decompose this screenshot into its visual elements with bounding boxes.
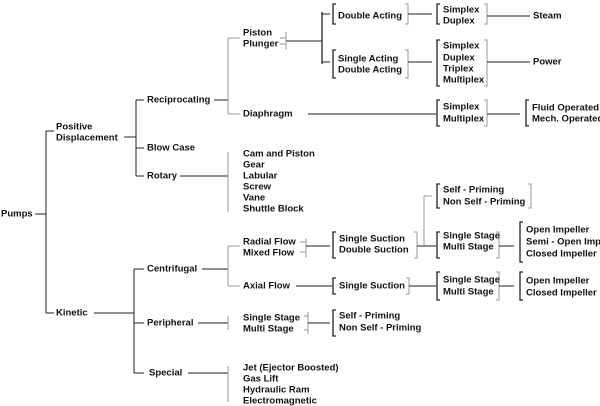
node-sa-multiplex: Multiplex xyxy=(443,75,485,86)
node-single-acting: Single Acting xyxy=(338,54,399,65)
node-mech-operated: Mech. Operated xyxy=(532,114,600,125)
node-kinetic: Kinetic xyxy=(56,308,88,319)
node-labels: Pumps Positive Displacement Reciprocatin… xyxy=(1,5,600,406)
node-jet-ejector: Jet (Ejector Boosted) xyxy=(243,363,339,374)
node-axial-closed-impeller: Closed Impeller xyxy=(526,288,597,299)
node-radial-flow: Radial Flow xyxy=(243,237,296,248)
node-closed-impeller: Closed Impeller xyxy=(526,249,597,260)
node-peripheral-self-priming: Self - Priming xyxy=(339,311,400,322)
node-semi-open-impeller: Semi - Open Impeller xyxy=(526,237,600,248)
connector-lines xyxy=(35,3,532,402)
node-peripheral-non-self-priming: Non Self - Priming xyxy=(339,323,422,334)
node-double-acting-2: Double Acting xyxy=(338,65,402,76)
node-double-acting: Double Acting xyxy=(338,11,402,22)
node-gear: Gear xyxy=(243,160,265,171)
node-axial-flow: Axial Flow xyxy=(243,281,291,292)
node-peripheral: Peripheral xyxy=(147,318,193,329)
node-gas-lift: Gas Lift xyxy=(243,374,279,385)
node-sa-triplex: Triplex xyxy=(443,64,474,75)
node-double-suction: Double Suction xyxy=(339,245,409,256)
node-blow-case: Blow Case xyxy=(147,143,195,154)
node-special: Special xyxy=(149,368,182,379)
node-rotary: Rotary xyxy=(147,171,178,182)
node-single-suction: Single Suction xyxy=(339,234,405,245)
node-peripheral-multi-stage: Multi Stage xyxy=(243,324,294,335)
node-axial-single-suction: Single Suction xyxy=(339,281,405,292)
node-labular: Labular xyxy=(243,171,278,182)
node-diaphragm: Diaphragm xyxy=(243,109,293,120)
node-power: Power xyxy=(533,57,562,68)
node-non-self-priming: Non Self - Priming xyxy=(443,197,526,208)
node-sa-simplex: Simplex xyxy=(443,41,480,52)
node-plunger: Plunger xyxy=(243,39,279,50)
node-fluid-operated: Fluid Operated xyxy=(532,103,599,114)
node-axial-single-stage: Single Stage xyxy=(443,275,500,286)
node-electromagnetic: Electromagnetic xyxy=(243,396,317,406)
node-steam: Steam xyxy=(533,11,562,22)
node-axial-multi-stage: Multi Stage xyxy=(443,287,494,298)
node-single-stage: Single Stage xyxy=(443,231,500,242)
node-dia-simplex: Simplex xyxy=(443,102,480,113)
node-centrifugal: Centrifugal xyxy=(147,264,197,275)
node-peripheral-single-stage: Single Stage xyxy=(243,313,300,324)
node-hydraulic-ram: Hydraulic Ram xyxy=(243,385,310,396)
node-screw: Screw xyxy=(243,182,272,193)
node-shuttle-block: Shuttle Block xyxy=(243,204,304,215)
node-mixed-flow: Mixed Flow xyxy=(243,248,295,259)
node-reciprocating: Reciprocating xyxy=(147,95,211,106)
node-vane: Vane xyxy=(243,193,265,204)
node-cam-and-piston: Cam and Piston xyxy=(243,149,315,160)
node-self-priming: Self - Priming xyxy=(443,185,504,196)
node-pumps: Pumps xyxy=(1,209,33,220)
node-piston: Piston xyxy=(243,28,272,39)
node-da-duplex: Duplex xyxy=(443,16,475,27)
node-positive-displacement: Positive xyxy=(56,122,92,133)
node-sa-duplex: Duplex xyxy=(443,53,475,64)
node-open-impeller: Open Impeller xyxy=(526,225,590,236)
node-axial-open-impeller: Open Impeller xyxy=(526,276,590,287)
node-multi-stage: Multi Stage xyxy=(443,242,494,253)
node-dia-multiplex: Multiplex xyxy=(443,114,485,125)
node-da-simplex: Simplex xyxy=(443,5,480,16)
node-positive-displacement: Displacement xyxy=(56,133,119,144)
